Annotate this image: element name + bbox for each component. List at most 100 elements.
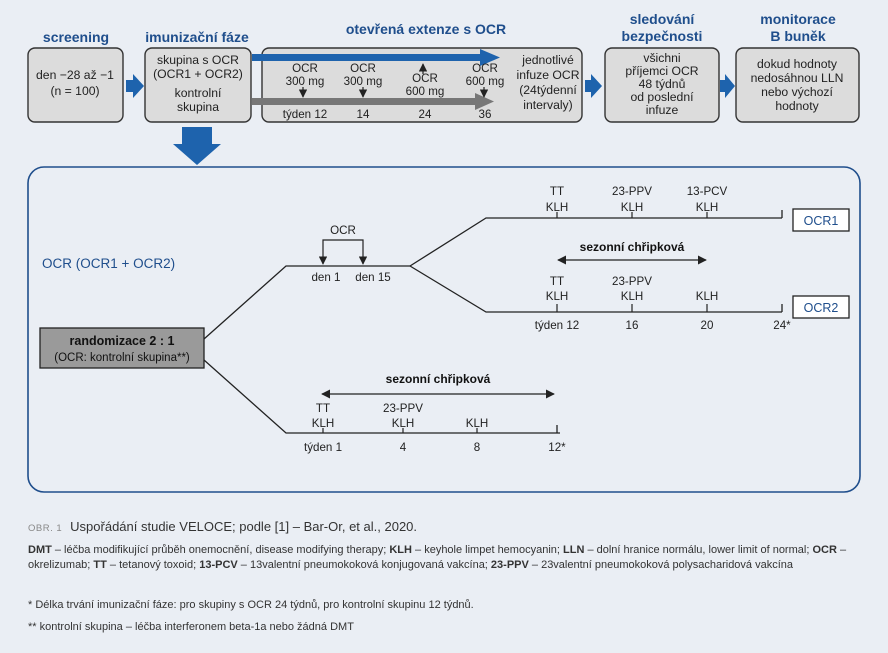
control-v1-line-1: TT xyxy=(316,402,330,415)
control-week-3: 8 xyxy=(474,441,480,454)
ocr1-v1-line-1: TT xyxy=(550,185,564,198)
legend-text-klh: – keyhole limpet hemocyanin; xyxy=(411,544,563,556)
legend-text-23ppv: – 23valentní pneumokoková polysacharidov… xyxy=(528,559,794,571)
ocr2-v1-line-1: TT xyxy=(550,275,564,288)
imunizacni-line-2: (OCR1 + OCR2) xyxy=(153,67,243,81)
bezpecnost-line-3: 48 týdnů xyxy=(639,77,686,91)
dose-2-name: OCR xyxy=(350,62,376,75)
dose-2-week: 14 xyxy=(357,108,370,121)
legend-text-lln: – dolní hranice normálu, lower limit of … xyxy=(584,544,813,556)
randomization-box xyxy=(39,327,205,369)
ocr-infusion-label: OCR xyxy=(330,224,356,237)
extenze-tail-4: intervaly) xyxy=(523,98,572,112)
bbunky-line-4: hodnoty xyxy=(775,99,819,113)
figure-title: Uspořádání studie VELOCE; podle [1] – Ba… xyxy=(70,519,418,534)
ocr-season-label: sezonní chřipková xyxy=(580,240,685,254)
ocr1-v2-line-1: 23-PPV xyxy=(612,185,652,198)
ocr2-week-2: 16 xyxy=(626,319,639,332)
ocr2-week-4: 24* xyxy=(773,319,791,332)
abbreviation-legend: DMT – léčba modifikující průběh onemocně… xyxy=(28,543,873,573)
bezpecnost-box xyxy=(604,47,720,123)
ocr2-vaccine-2: 23-PPV KLH xyxy=(612,275,652,312)
footnote-2: ** kontrolní skupina – léčba interferone… xyxy=(28,621,354,633)
ocr-day-1: den 1 xyxy=(311,271,340,284)
ocr2-v1-line-2: KLH xyxy=(546,290,569,303)
figure-label: OBR. 1 xyxy=(28,523,63,534)
legend-abbr-tt: TT xyxy=(93,559,107,571)
extenze-tail-1: jednotlivé xyxy=(521,53,574,67)
ocr2-timeline xyxy=(409,265,782,313)
dose-1-amount: 300 mg xyxy=(286,75,325,88)
imunizacni-line-3: kontrolní xyxy=(175,86,222,100)
randomization-sub: (OCR: kontrolní skupina**) xyxy=(54,352,190,364)
dose-4-week: 36 xyxy=(479,108,492,121)
control-group-arrow-bar xyxy=(252,98,477,105)
ocr-day-15: den 15 xyxy=(355,271,390,284)
control-season-label: sezonní chřipková xyxy=(386,372,491,386)
ocr1-vaccine-2: 23-PPV KLH xyxy=(612,185,652,218)
dose-1-name: OCR xyxy=(292,62,318,75)
branch-control xyxy=(203,359,560,434)
control-week-1: týden 1 xyxy=(304,441,342,454)
control-v1-line-2: KLH xyxy=(312,417,335,430)
bezpecnost-line-4: od poslední xyxy=(630,90,694,104)
legend-abbr-klh: KLH xyxy=(389,544,412,556)
flow-arrow-1 xyxy=(126,74,144,98)
legend-text-tt: – tetanový toxoid; xyxy=(106,559,200,571)
ocr1-v3-line-2: KLH xyxy=(696,201,719,214)
dose-1-week: týden 12 xyxy=(283,108,327,121)
legend-abbr-lln: LLN xyxy=(563,544,585,556)
ocr1-timeline xyxy=(409,217,782,267)
extenze-dose-4: OCR 600 mg 36 xyxy=(466,62,505,121)
legend-text-dmt: – léčba modifikující průběh onemocnění, … xyxy=(51,544,390,556)
control-v2-line-2: KLH xyxy=(392,417,415,430)
ocr2-label: OCR2 xyxy=(804,301,839,315)
control-group-arrow-head xyxy=(475,93,494,110)
bbunky-line-1: dokud hodnoty xyxy=(757,57,838,71)
screening-line-2: (n = 100) xyxy=(50,84,99,98)
control-v3-line-1: KLH xyxy=(466,417,489,430)
extenze-dose-1: OCR 300 mg týden 12 xyxy=(283,62,327,121)
control-vaccine-2: 23-PPV KLH xyxy=(383,402,423,433)
extenze-tail-2: infuze OCR xyxy=(517,68,580,82)
bezpecnost-line-1: všichni xyxy=(643,51,680,65)
imunizacni-line-4: skupina xyxy=(177,100,219,114)
bbunky-line-3: nebo výchozí xyxy=(761,85,833,99)
phase-title-bbunky-1: monitorace xyxy=(760,11,836,27)
control-week-2: 4 xyxy=(400,441,407,454)
control-vaccine-1: TT KLH xyxy=(312,402,335,433)
control-week-4: 12* xyxy=(548,441,566,454)
legend-abbr-13pcv: 13-PCV xyxy=(199,559,238,571)
extenze-dose-2: OCR 300 mg 14 xyxy=(344,62,383,121)
phase-title-screening: screening xyxy=(43,29,109,45)
zoom-down-arrow xyxy=(173,127,221,165)
phase-title-extenze: otevřená extenze s OCR xyxy=(346,21,506,37)
ocr2-v2-line-1: 23-PPV xyxy=(612,275,652,288)
bezpecnost-line-2: příjemci OCR xyxy=(625,64,698,78)
phase-title-bbunky-2: B buněk xyxy=(770,28,825,44)
study-design-diagram: screening imunizační fáze otevřená exten… xyxy=(27,11,861,493)
ocr-infusion-bracket xyxy=(322,239,364,252)
dose-3-name: OCR xyxy=(412,72,438,85)
ocr-group-arrow-bar xyxy=(252,54,482,61)
legend-abbr-ocr: OCR xyxy=(812,544,837,556)
imunizacni-box xyxy=(144,47,252,123)
ocr-group-arrow-head xyxy=(480,49,500,66)
screening-box xyxy=(27,47,124,123)
bbunky-box xyxy=(735,47,860,123)
dose-3-week: 24 xyxy=(419,108,432,121)
ocr2-v3-line-1: KLH xyxy=(696,290,719,303)
imunizacni-line-1: skupina s OCR xyxy=(157,53,239,67)
phase-title-imunizacni: imunizační fáze xyxy=(145,29,249,45)
phase-title-bezpecnost-1: sledování xyxy=(630,11,696,27)
extenze-dose-3: OCR 600 mg 24 xyxy=(406,63,444,121)
legend-abbr-23ppv: 23-PPV xyxy=(490,559,529,571)
detail-panel xyxy=(27,166,861,493)
footnote-1: * Délka trvání imunizační fáze: pro skup… xyxy=(28,599,474,611)
ocr1-v1-line-2: KLH xyxy=(546,201,569,214)
ocr1-label: OCR1 xyxy=(804,214,839,228)
ocr2-vaccine-1: TT KLH xyxy=(546,275,569,312)
ocr2-v2-line-2: KLH xyxy=(621,290,644,303)
ocr2-label-box xyxy=(792,295,850,319)
flow-arrow-3 xyxy=(720,74,735,98)
